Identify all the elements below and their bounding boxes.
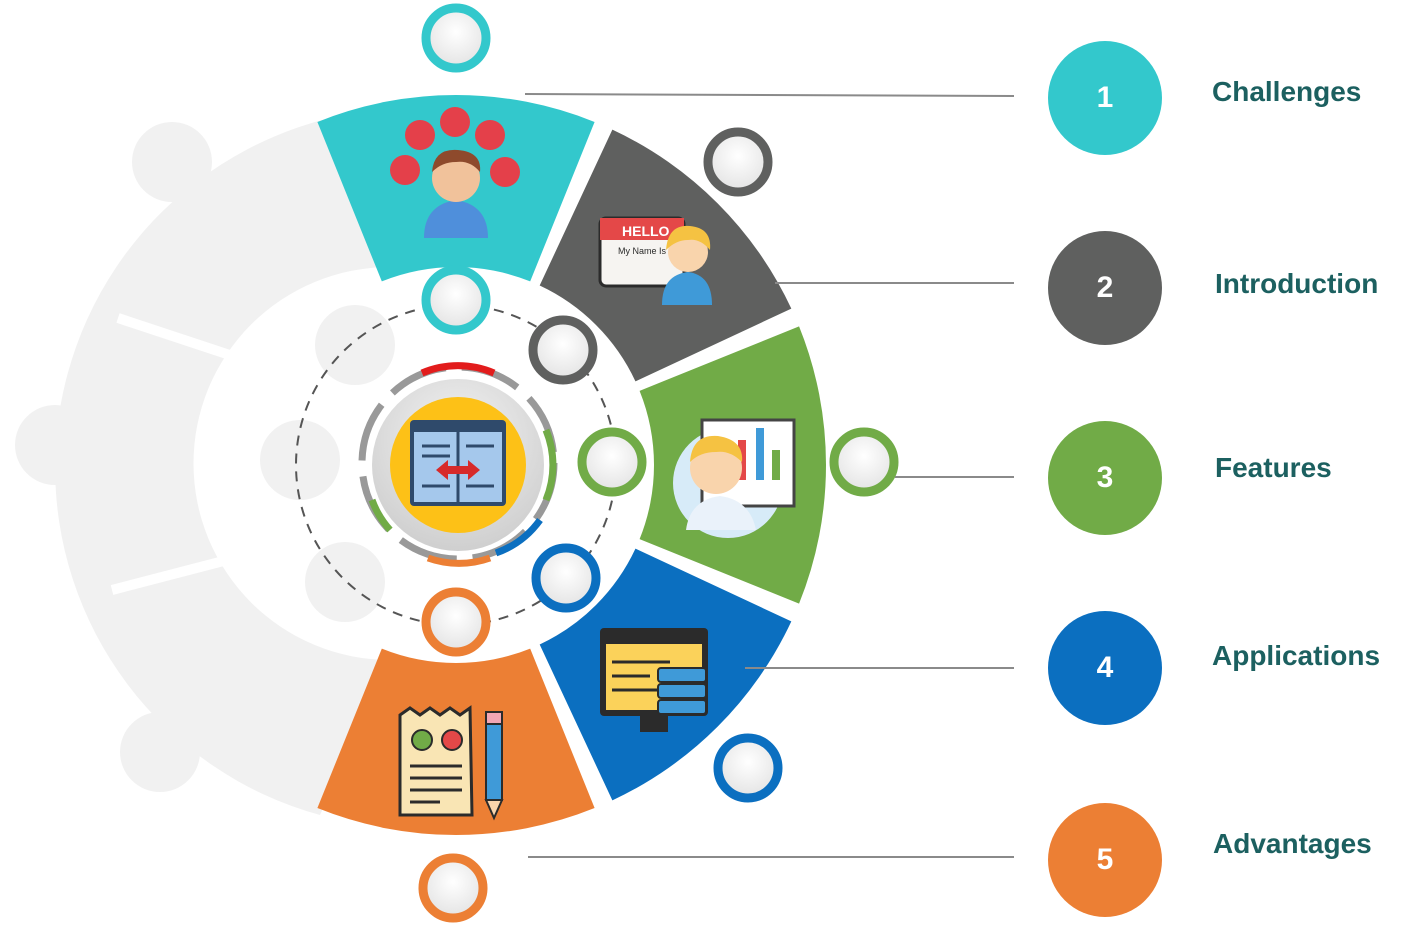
presenter-chart-icon [673, 418, 796, 538]
hub [358, 362, 558, 567]
badge-hello-text: HELLO [622, 223, 670, 239]
step-label-5: Advantages [1213, 828, 1372, 859]
step-label-1: Challenges [1212, 76, 1362, 107]
knob-3 [703, 127, 773, 197]
knob-5 [577, 427, 647, 497]
step-number-5: 5 [1048, 803, 1162, 917]
knob-9 [421, 587, 491, 657]
grey-background-wheel [15, 118, 395, 815]
person-alert-icon [390, 107, 520, 238]
badge-name-text: My Name Is [618, 246, 667, 256]
knob-7 [531, 543, 601, 613]
code-monitor-server-icon [600, 628, 708, 732]
knob-6 [829, 427, 899, 497]
step-number-2: 2 [1048, 231, 1162, 345]
receipt-pencil-icon [398, 705, 504, 821]
name-tag-person-icon: HELLO My Name Is [598, 216, 712, 305]
step-number-4: 4 [1048, 611, 1162, 725]
document-compare-icon [410, 420, 506, 506]
step-number-1: 1 [1048, 41, 1162, 155]
knob-1 [421, 3, 491, 73]
knob-8 [713, 733, 783, 803]
knob-2 [421, 265, 491, 335]
knob-4 [528, 315, 598, 385]
connector-lines [524, 93, 1015, 858]
step-label-4: Applications [1212, 640, 1381, 671]
step-number-3: 3 [1048, 421, 1162, 535]
step-label-2: Introduction [1215, 268, 1379, 299]
knob-10 [418, 853, 488, 923]
step-label-3: Features [1215, 452, 1332, 483]
